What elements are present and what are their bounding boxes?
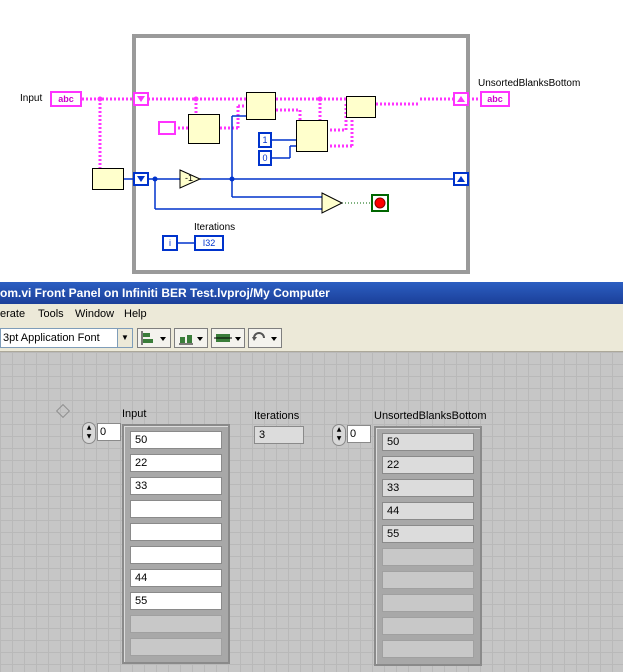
menu-bar: erate Tools Window Help xyxy=(0,304,623,325)
window-title: om.vi Front Panel on Infiniti BER Test.l… xyxy=(0,286,330,300)
menu-help[interactable]: Help xyxy=(124,308,147,320)
iterations-terminal-label: Iterations xyxy=(194,222,236,233)
search-array-node[interactable] xyxy=(188,114,220,144)
input-terminal[interactable]: abc xyxy=(50,91,82,107)
index-spinner-icon[interactable]: ▲▼ xyxy=(82,422,96,444)
output-array-index[interactable]: ▲▼ 0 xyxy=(332,424,372,446)
compare-node xyxy=(321,192,344,214)
reorder-icon xyxy=(252,332,277,341)
resize-objects-icon xyxy=(214,334,241,342)
input-array-index-value[interactable]: 0 xyxy=(97,423,121,441)
string-terminal-text: abc xyxy=(487,94,503,104)
distribute-objects-icon xyxy=(179,335,203,345)
toolbar: 3pt Application Font ▼ xyxy=(0,325,623,352)
font-select[interactable]: 3pt Application Font ▼ xyxy=(0,328,133,348)
numeric-constant-zero[interactable]: 0 xyxy=(258,150,272,166)
iteration-terminal-text: i xyxy=(169,238,171,248)
output-array[interactable]: 50 22 33 44 55 xyxy=(374,426,482,666)
input-array-element[interactable] xyxy=(130,546,222,564)
front-panel: Input ▲▼ 0 50 22 33 44 55 Iterations 3 U… xyxy=(0,352,623,672)
block-diagram: Input UnsortedBlanksBottom Iterations ab… xyxy=(0,0,623,282)
constant-one-text: 1 xyxy=(262,135,268,145)
index-spinner-icon[interactable]: ▲▼ xyxy=(332,424,346,446)
output-array-element: 33 xyxy=(382,479,474,497)
decrement-label: -1 xyxy=(182,172,196,184)
string-terminal-text: abc xyxy=(58,94,74,104)
build-array-node[interactable] xyxy=(296,120,328,152)
iterations-indicator[interactable]: I32 xyxy=(194,235,224,251)
input-array-element[interactable]: 50 xyxy=(130,431,222,449)
align-objects-icon xyxy=(141,331,166,345)
output-array-element: 50 xyxy=(382,433,474,451)
iterations-label: Iterations xyxy=(254,410,300,422)
diagram-wires xyxy=(82,34,480,274)
output-array-element xyxy=(382,571,474,589)
chevron-down-icon: ▼ xyxy=(117,329,132,347)
empty-string-constant[interactable] xyxy=(158,121,176,135)
numeric-constant-one[interactable]: 1 xyxy=(258,132,272,148)
panel-origin-marker xyxy=(55,403,71,419)
input-array-label: Input xyxy=(122,408,147,420)
output-array-index-value[interactable]: 0 xyxy=(347,425,371,443)
output-array-element xyxy=(382,617,474,635)
input-array-element[interactable]: 22 xyxy=(130,454,222,472)
menu-operate[interactable]: erate xyxy=(0,308,26,320)
output-array-element xyxy=(382,594,474,612)
align-objects-button[interactable] xyxy=(137,328,171,348)
i32-terminal-text: I32 xyxy=(202,238,216,248)
resize-objects-button[interactable] xyxy=(211,328,245,348)
output-array-element xyxy=(382,548,474,566)
iterations-indicator-display: 3 xyxy=(254,426,304,444)
iteration-terminal[interactable]: i xyxy=(162,235,178,251)
menu-window[interactable]: Window xyxy=(75,308,115,320)
output-terminal-label: UnsortedBlanksBottom xyxy=(478,78,581,89)
window-title-bar[interactable]: om.vi Front Panel on Infiniti BER Test.l… xyxy=(0,282,623,304)
decrement-text: -1 xyxy=(184,173,193,183)
output-terminal[interactable]: abc xyxy=(480,91,510,107)
reorder-button[interactable] xyxy=(248,328,282,348)
input-array-element[interactable]: 55 xyxy=(130,592,222,610)
decrement-node xyxy=(179,169,202,189)
concatenate-array-node[interactable] xyxy=(346,96,376,118)
output-array-element: 55 xyxy=(382,525,474,543)
input-array-element[interactable] xyxy=(130,615,222,633)
output-array-element: 44 xyxy=(382,502,474,520)
font-select-value: 3pt Application Font xyxy=(3,332,100,344)
delete-from-array-node[interactable] xyxy=(246,92,276,120)
input-array-index[interactable]: ▲▼ 0 xyxy=(82,422,122,444)
distribute-objects-button[interactable] xyxy=(174,328,208,348)
input-array-element[interactable] xyxy=(130,638,222,656)
input-array-element[interactable]: 33 xyxy=(130,477,222,495)
output-array-label: UnsortedBlanksBottom xyxy=(374,410,487,422)
output-array-element: 22 xyxy=(382,456,474,474)
input-array-element[interactable]: 44 xyxy=(130,569,222,587)
array-size-node[interactable] xyxy=(92,168,124,190)
input-array-element[interactable] xyxy=(130,523,222,541)
constant-zero-text: 0 xyxy=(262,153,268,163)
menu-tools[interactable]: Tools xyxy=(38,308,64,320)
while-loop xyxy=(132,34,470,274)
output-array-element xyxy=(382,640,474,658)
input-terminal-label: Input xyxy=(20,93,43,104)
input-array[interactable]: 50 22 33 44 55 xyxy=(122,424,230,664)
input-array-element[interactable] xyxy=(130,500,222,518)
